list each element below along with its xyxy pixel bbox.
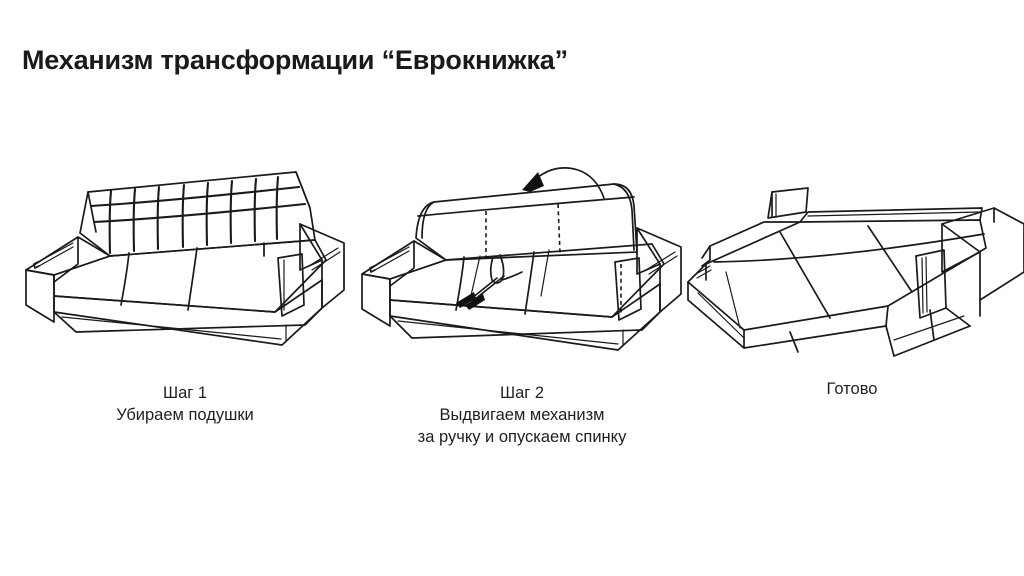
sofa-folded-tufted-svg [25,171,345,346]
step-2-caption-line-3: за ручку и опускаем спинку [417,428,627,446]
sofa-unfolded-bed-svg [687,187,1024,357]
step-1-caption-line-2: Убираем подушки [116,406,254,424]
step-2-caption-line-1: Шаг 2 [499,384,545,402]
step-1-caption-line-1: Шаг 1 [162,384,208,402]
step-3-caption: Готово [680,378,1024,400]
sofa-mechanism-pullout-svg [361,167,682,351]
step-1-block: Шаг 1 Убираем подушки [10,160,360,424]
sofa-mechanism-pullout-figure [352,160,692,375]
step-2-block: Шаг 2 Выдвигаем механизм за ручку и опус… [352,160,692,446]
step-3-caption-line-1: Готово [826,380,878,398]
sofa-unfolded-bed-figure [680,160,1024,375]
step-3-block: Готово [680,160,1024,398]
step-2-caption: Шаг 2 Выдвигаем механизм за ручку и опус… [352,382,692,448]
sofa-folded-tufted-figure [10,160,360,375]
page-title: Механизм трансформации “Еврокнижка” [22,45,568,75]
step-1-caption: Шаг 1 Убираем подушки [10,382,360,426]
step-2-caption-line-2: Выдвигаем механизм [439,406,605,424]
